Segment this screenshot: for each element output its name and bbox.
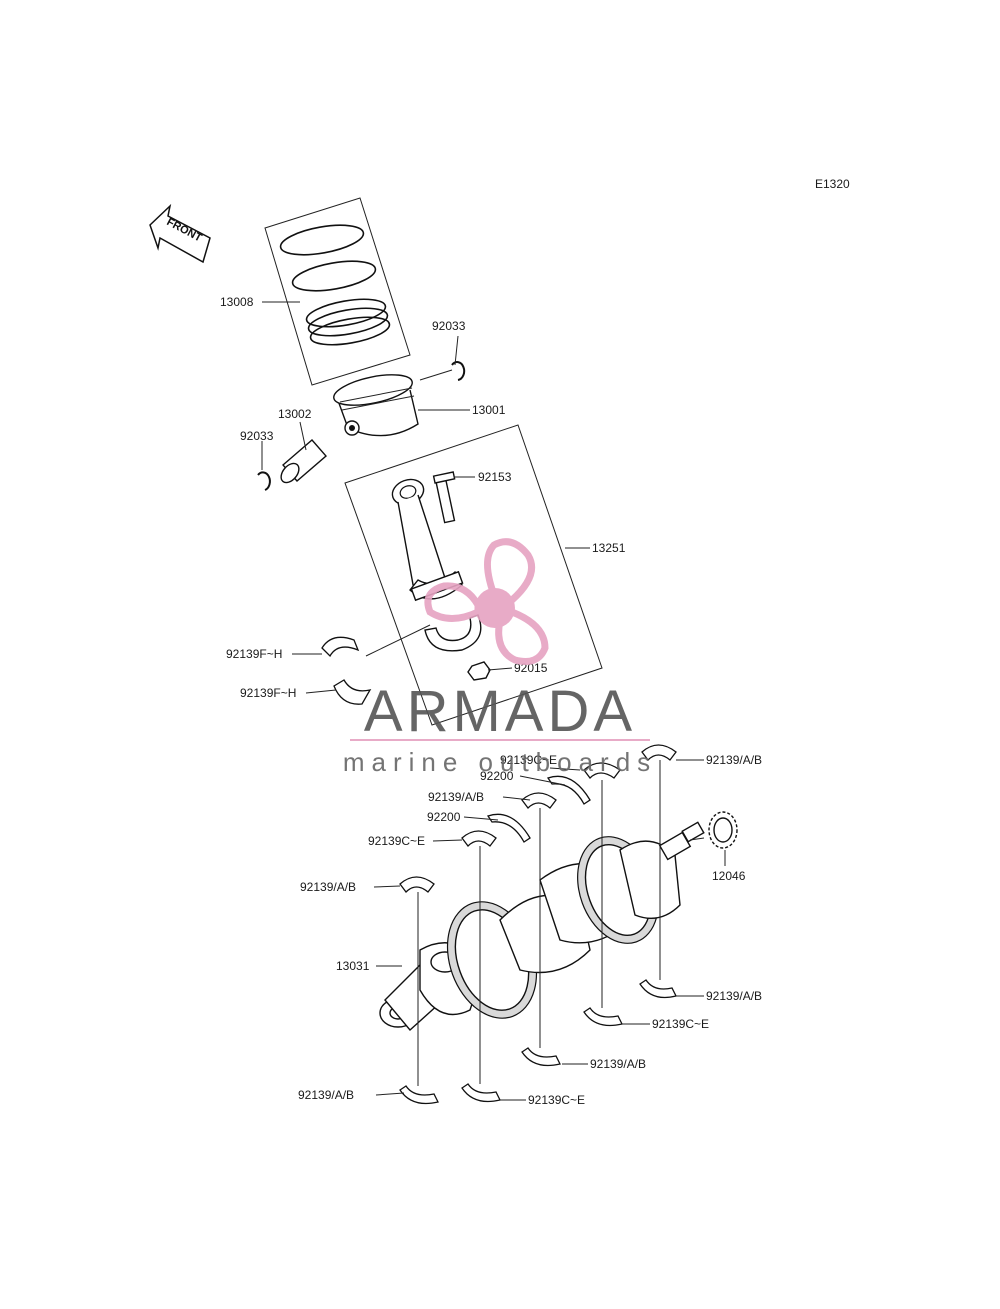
label-92033-upper: 92033 [432,319,466,333]
label-13008: 13008 [220,295,254,309]
label-92139ce-4: 92139C~E [528,1093,585,1107]
label-13001: 13001 [472,403,506,417]
label-92139ce-2: 92139C~E [368,834,425,848]
label-13031: 13031 [336,959,370,973]
armada-watermark: ARMADA marine outboards [343,538,657,777]
main-bearing-shells-upper [399,744,677,893]
propeller-icon [424,538,549,665]
rod-bearing-upper [321,636,360,658]
label-92139ce-3: 92139C~E [652,1017,709,1031]
label-13002: 13002 [278,407,312,421]
label-92139ab-5: 92139/A/B [590,1057,646,1071]
label-92200-lower: 92200 [427,810,461,824]
piston [333,374,419,437]
piston-pin [280,439,327,484]
crank-gear [708,811,738,849]
label-92139fh-upper: 92139F~H [226,647,282,661]
watermark-brand: ARMADA [364,679,636,744]
crankshaft [379,821,705,1032]
label-92139ab-6: 92139/A/B [298,1088,354,1102]
label-12046: 12046 [712,869,746,883]
label-92139fh-lower: 92139F~H [240,686,296,700]
front-arrow-icon: FRONT [149,203,211,264]
label-92153: 92153 [478,470,512,484]
label-92200-upper: 92200 [480,769,514,783]
main-bearing-shells-lower [399,979,677,1105]
leader-lines [261,301,726,1101]
label-92139ab-1: 92139/A/B [706,753,762,767]
label-92139ab-4: 92139/A/B [706,989,762,1003]
label-92139ab-3: 92139/A/B [300,880,356,894]
label-92139ab-2: 92139/A/B [428,790,484,804]
label-92139ce-1: 92139C~E [500,753,557,767]
circlip-upper [451,361,466,381]
diagram-code: E1320 [815,177,850,191]
part-labels: 13008 92033 13001 13002 92033 92153 1325… [220,295,762,1107]
rod-bearing-lower [333,679,372,705]
label-13251: 13251 [592,541,626,555]
piston-ring-set [264,197,411,386]
circlip-lower [257,471,271,491]
watermark-tagline: marine outboards [343,747,657,777]
label-92033-lower: 92033 [240,429,274,443]
